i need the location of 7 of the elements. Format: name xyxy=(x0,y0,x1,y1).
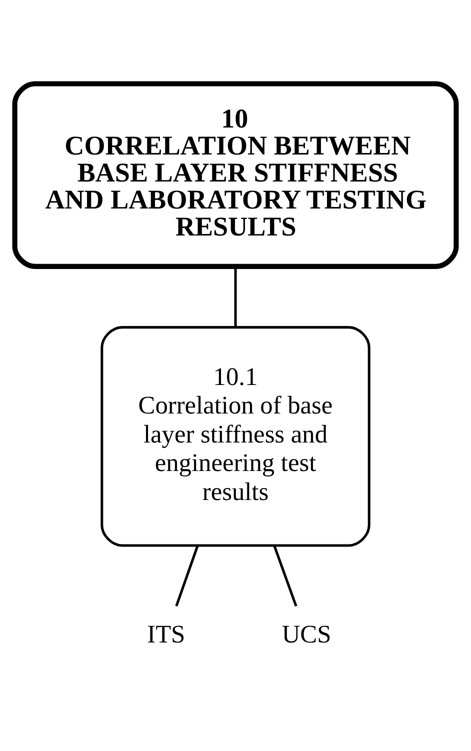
connector xyxy=(234,267,237,328)
node-text: UCS xyxy=(282,620,332,649)
node-box: 10 CORRELATION BETWEEN BASE LAYER STIFFNESS AND LABORATORY TESTING RESULTS xyxy=(12,81,459,269)
connector xyxy=(273,545,298,607)
node-box: 10.1 Correlation of base layer stiffness and engineering test results xyxy=(100,326,370,547)
node-text: ITS xyxy=(147,620,186,649)
connector xyxy=(175,545,199,607)
